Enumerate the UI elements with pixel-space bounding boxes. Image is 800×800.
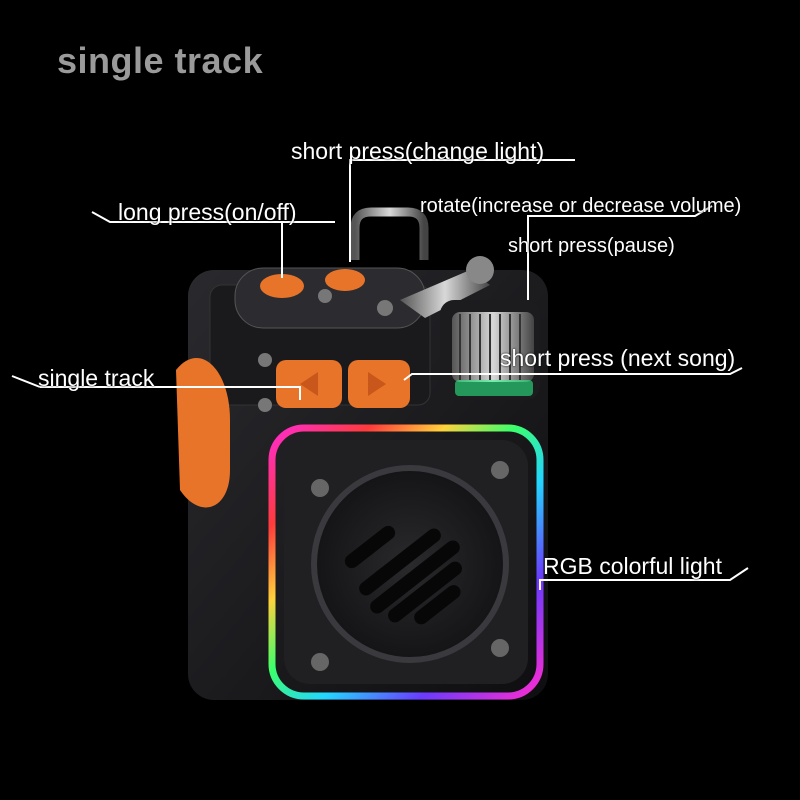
callout-single-track: single track xyxy=(38,365,155,391)
screw xyxy=(311,479,329,497)
knob-grip xyxy=(459,314,521,380)
screw xyxy=(258,353,272,367)
callout-on-off: long press(on/off) xyxy=(118,199,297,225)
callout-next-song: short press (next song) xyxy=(500,345,736,371)
knob-glow xyxy=(455,380,533,396)
screw xyxy=(377,300,393,316)
screw xyxy=(311,653,329,671)
screw xyxy=(491,639,509,657)
callout-change-light: short press(change light) xyxy=(291,138,545,164)
prev-arrow-icon xyxy=(300,372,318,396)
screw xyxy=(491,461,509,479)
leader-lines xyxy=(11,159,749,590)
rgb-ring xyxy=(268,424,544,700)
light-button xyxy=(325,269,365,291)
power-button xyxy=(260,274,304,298)
callout-rgb-light: RGB colorful light xyxy=(543,553,722,579)
grill-slots xyxy=(344,525,462,625)
callout-pause: short press(pause) xyxy=(508,235,675,257)
page-title: single track xyxy=(57,40,264,81)
callout-volume: rotate(increase or decrease volume) xyxy=(420,195,742,217)
handle xyxy=(350,207,429,260)
speaker-grill xyxy=(311,465,509,663)
lever xyxy=(400,270,490,318)
screw xyxy=(258,398,272,412)
side-knob xyxy=(176,358,230,508)
screw xyxy=(318,289,332,303)
volume-knob xyxy=(452,312,534,382)
lever-pivot xyxy=(466,256,494,284)
next-arrow-icon xyxy=(368,372,386,396)
